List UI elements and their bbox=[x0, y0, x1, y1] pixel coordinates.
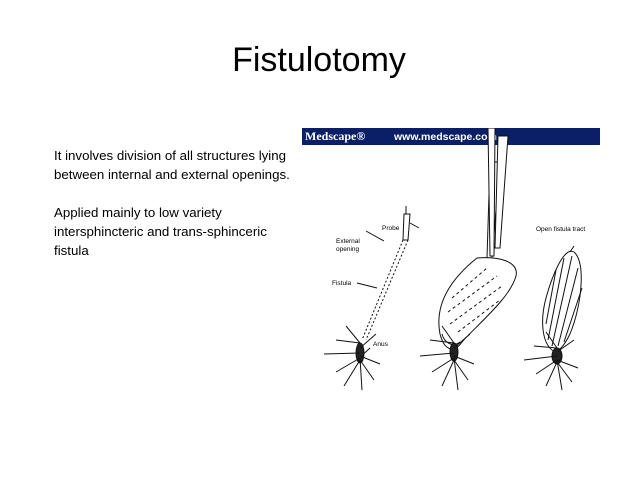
medscape-url: www.medscape.com bbox=[394, 131, 497, 143]
slide-title: Fistulotomy bbox=[232, 41, 406, 79]
slide-body: It involves division of all structures l… bbox=[54, 146, 294, 279]
label-anus: Anus bbox=[373, 341, 389, 348]
label-open-fistula-tract: Open fistula tract bbox=[536, 226, 585, 233]
label-probe: Probe bbox=[382, 225, 400, 232]
label-external-opening-2: opening bbox=[336, 246, 360, 253]
medscape-logo: Medscape® bbox=[305, 129, 366, 143]
medscape-banner: Medscape® www.medscape.com bbox=[302, 128, 600, 145]
surgical-diagram: Probe External opening Fistula Anus Open… bbox=[323, 128, 585, 391]
body-paragraph-2: Applied mainly to low variety intersphin… bbox=[54, 205, 267, 258]
label-external-opening-1: External bbox=[336, 238, 360, 245]
body-paragraph-1: It involves division of all structures l… bbox=[54, 148, 290, 182]
fistulotomy-illustration: Medscape® www.medscape.com bbox=[302, 128, 600, 396]
label-fistula: Fistula bbox=[332, 280, 352, 287]
